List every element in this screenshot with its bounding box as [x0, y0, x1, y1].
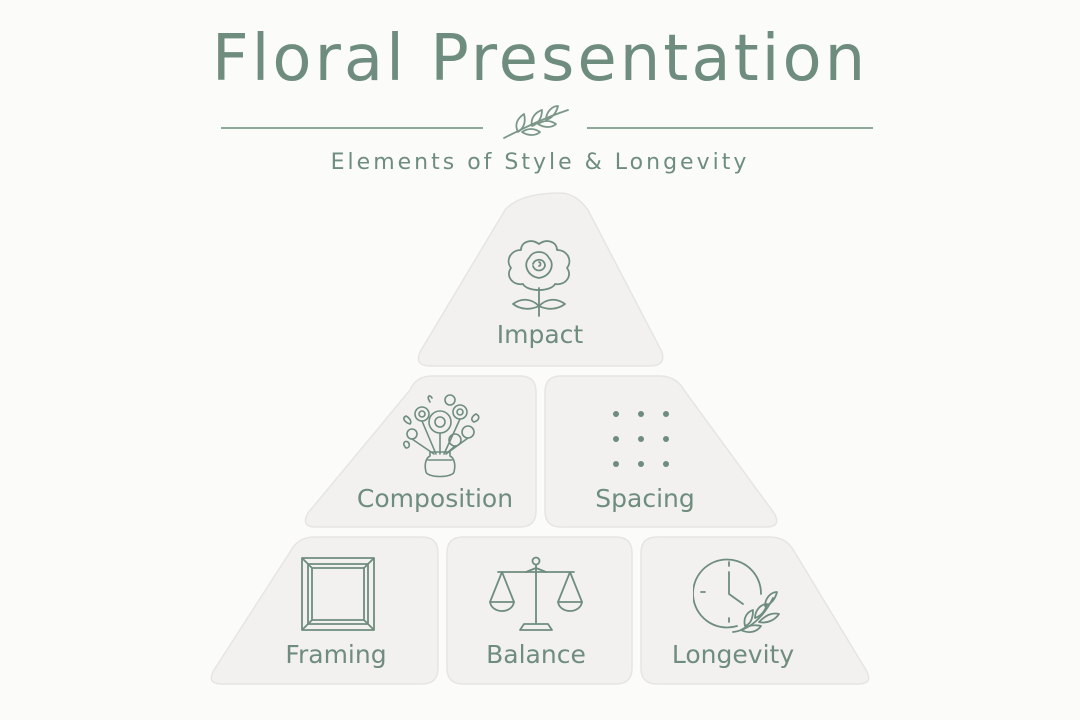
tier-tile-balance: [446, 536, 633, 685]
tier-tile-longevity: [640, 536, 870, 685]
frame-icon: [301, 557, 375, 631]
sprig-icon: [503, 105, 569, 139]
title-divider-right: [587, 127, 873, 129]
tier-tile-framing: [210, 536, 439, 685]
tier-label-impact: Impact: [496, 320, 584, 349]
tier-tile-spacing: [544, 375, 778, 528]
tier-tile-composition: [304, 375, 537, 528]
dot-grid-icon: [613, 411, 669, 467]
tier-tile-impact: [417, 192, 664, 367]
scale-icon: [489, 556, 583, 631]
rose-icon: [507, 240, 571, 317]
title-divider-left: [221, 127, 483, 129]
page-subtitle: Elements of Style & Longevity: [330, 150, 750, 175]
tier-label-framing: Framing: [285, 640, 387, 669]
tier-label-balance: Balance: [486, 640, 586, 669]
tier-label-longevity: Longevity: [671, 640, 795, 669]
tier-label-composition: Composition: [356, 484, 514, 513]
tier-label-spacing: Spacing: [595, 484, 695, 513]
page-title: Floral Presentation: [211, 22, 869, 96]
clock-leaf-icon: [693, 558, 780, 633]
bouquet-vase-icon: [403, 394, 480, 478]
